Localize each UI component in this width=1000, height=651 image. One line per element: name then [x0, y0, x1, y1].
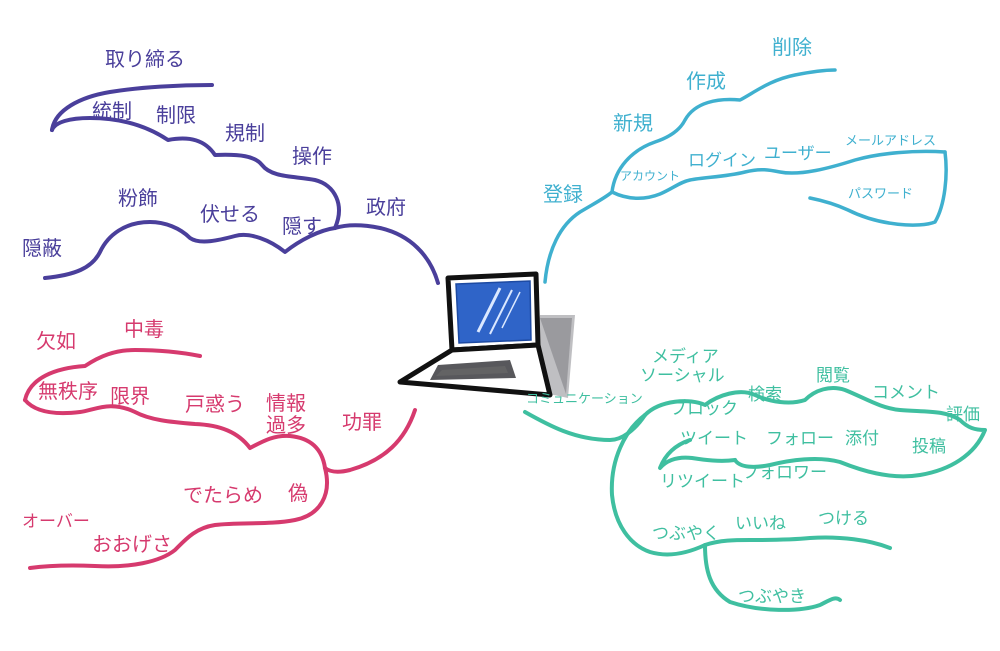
word-com-tenpu: 添付 [845, 429, 879, 449]
word-neg-tomadou: 戸惑う [185, 392, 245, 416]
word-com-tsubuyaki: つぶやき [738, 587, 806, 607]
word-com-block: ブロック [670, 399, 738, 419]
word-neg-kata: 過多 [266, 413, 306, 437]
word-acc-account: アカウント [620, 169, 681, 183]
word-com-etsuran: 閲覧 [816, 366, 850, 386]
word-acc-mail: メールアドレス [845, 134, 937, 149]
word-gov-kisei: 規制 [225, 121, 265, 145]
word-com-media: メディア [652, 347, 719, 367]
word-acc-password: パスワード [848, 187, 914, 202]
word-com-comment: コメント [872, 383, 940, 403]
word-neg-detarame: でたらめ [183, 483, 263, 507]
branch-root-communication: コミュニケーション [526, 392, 643, 407]
word-acc-sakusei: 作成 [686, 69, 726, 93]
branch-root-account: 登録 [543, 182, 583, 206]
word-neg-ketsujo: 欠如 [36, 329, 76, 353]
branch-root-government: 政府 [366, 195, 406, 219]
word-neg-oogesa: おおげさ [92, 532, 172, 556]
word-com-iine: いいね [735, 514, 786, 534]
word-com-toukou: 投稿 [912, 437, 946, 457]
word-neg-genkai: 限界 [110, 384, 150, 408]
word-neg-chudoku: 中毒 [124, 317, 164, 341]
word-com-retweet: リツイート [660, 472, 745, 492]
word-gov-torishimaru: 取り締る [105, 47, 185, 71]
word-gov-seigen: 制限 [156, 103, 196, 127]
branch-lines-government [43, 83, 440, 285]
word-acc-user: ユーザー [764, 144, 832, 164]
word-neg-jouhou: 情報 [266, 391, 306, 415]
word-com-tsukeru: つける [818, 509, 869, 529]
word-com-tsubuyaku: つぶやく [652, 524, 720, 544]
word-acc-shinki: 新規 [613, 111, 653, 135]
word-gov-kakusu: 隠す [282, 214, 322, 238]
word-com-tweet: ツイート [680, 429, 748, 449]
word-neg-over: オーバー [22, 512, 90, 532]
word-com-kensaku: 検索 [748, 385, 782, 405]
word-gov-fuseru: 伏せる [200, 202, 260, 226]
word-acc-sakujo: 削除 [772, 35, 812, 59]
word-gov-sousa: 操作 [292, 144, 332, 168]
branch-root-negative: 功罪 [342, 410, 382, 434]
word-neg-nise: 偽 [288, 481, 308, 505]
word-gov-inpei: 隠蔽 [22, 236, 62, 260]
word-gov-tousei: 統制 [92, 99, 132, 123]
branch-lines-account [543, 68, 948, 284]
laptop-icon [397, 271, 575, 398]
word-acc-login: ログイン [688, 151, 756, 171]
word-neg-muchitsujo: 無秩序 [38, 379, 98, 403]
branch-lines-negative [23, 348, 417, 570]
branch-lines-communication [523, 386, 987, 612]
word-com-social: ソーシャル [640, 366, 725, 386]
word-com-follow: フォロー [766, 429, 834, 449]
word-com-hyouka: 評価 [946, 405, 980, 425]
word-gov-funshoku: 粉飾 [118, 186, 158, 210]
word-com-follower: フォロワー [742, 463, 827, 483]
